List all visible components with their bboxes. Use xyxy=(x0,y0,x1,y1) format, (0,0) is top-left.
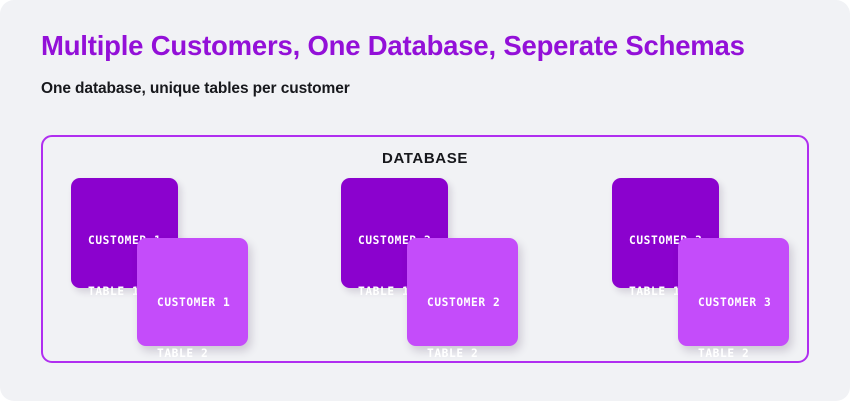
database-label: DATABASE xyxy=(382,150,468,167)
card-line-table: TABLE 1 xyxy=(358,285,410,298)
card-line-table: TABLE 1 xyxy=(88,285,140,298)
card-line-customer: CUSTOMER 2 xyxy=(427,296,501,309)
card-line-table: TABLE 2 xyxy=(698,347,750,360)
card-line-customer: CUSTOMER 1 xyxy=(157,296,231,309)
card-line-table: TABLE 1 xyxy=(629,285,681,298)
card-line-table: TABLE 2 xyxy=(427,347,479,360)
customer-group-2: CUSTOMER 2 TABLE 1 CUSTOMER 2 TABLE 2 xyxy=(341,178,549,360)
customer-1-table-2-card: CUSTOMER 1 TABLE 2 xyxy=(137,238,248,360)
page-subtitle: One database, unique tables per customer xyxy=(41,80,350,97)
customer-group-3: CUSTOMER 3 TABLE 1 CUSTOMER 3 TABLE 2 xyxy=(612,178,820,360)
customer-1-table-1-card: CUSTOMER 1 TABLE 1 xyxy=(71,178,178,298)
card-line-customer: CUSTOMER 3 xyxy=(698,296,772,309)
customer-group-1: CUSTOMER 1 TABLE 1 CUSTOMER 1 TABLE 2 xyxy=(71,178,279,360)
customer-2-table-2-card: CUSTOMER 2 TABLE 2 xyxy=(407,238,518,360)
card-line-table: TABLE 2 xyxy=(157,347,209,360)
page-title: Multiple Customers, One Database, Sepera… xyxy=(41,30,745,61)
customer-3-table-2-card: CUSTOMER 3 TABLE 2 xyxy=(678,238,789,360)
database-container: DATABASE CUSTOMER 1 TABLE 1 CUSTOMER 1 T… xyxy=(41,135,809,363)
